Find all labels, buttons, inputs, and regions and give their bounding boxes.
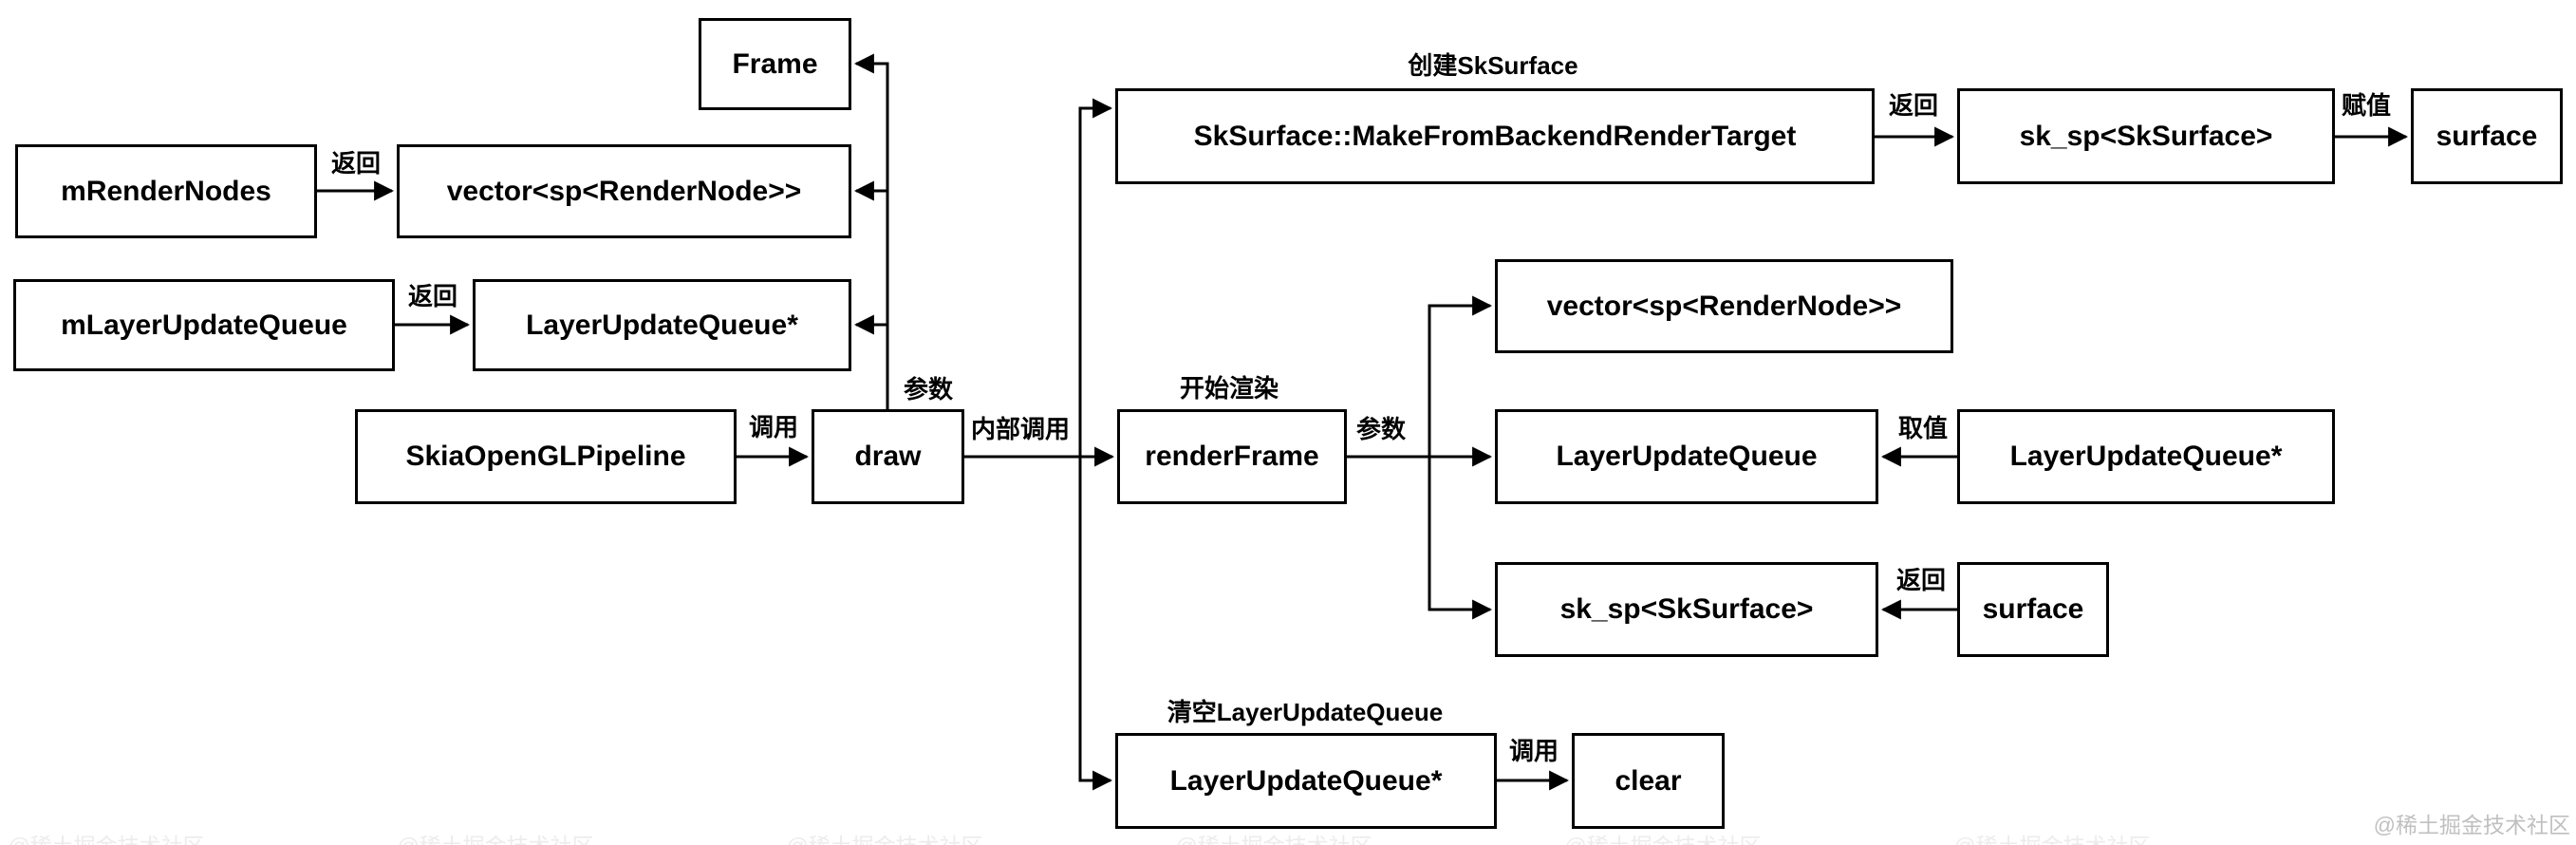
node-layer-update-queue-ptr-right: LayerUpdateQueue* bbox=[1957, 409, 2335, 504]
edge-junction-to-luqptr-bottom bbox=[1078, 457, 1113, 791]
edge-draw-params-to-frame bbox=[853, 53, 889, 409]
node-sksurface-make-from-backend-render-target: SkSurface::MakeFromBackendRenderTarget bbox=[1115, 88, 1875, 184]
node-surface-top: surface bbox=[2411, 88, 2563, 184]
edge-label-renderframe-params: 参数 bbox=[1355, 415, 1407, 443]
node-layer-update-queue-ptr-bottom: LayerUpdateQueue* bbox=[1115, 733, 1497, 829]
edge-label-return-layerqueue: 返回 bbox=[407, 282, 458, 310]
edge-label-call-clear: 调用 bbox=[1508, 737, 1559, 765]
edge-label-return-sksp: 返回 bbox=[1888, 91, 1939, 120]
edge-label-return-surface: 返回 bbox=[1895, 566, 1947, 594]
node-skia-opengl-pipeline: SkiaOpenGLPipeline bbox=[355, 409, 737, 504]
watermark-faint: @稀土掘金技术社区 bbox=[1175, 828, 1372, 845]
watermark-faint: @稀土掘金技术社区 bbox=[1953, 828, 2150, 845]
edge-label-get-value: 取值 bbox=[1897, 414, 1949, 442]
watermark-faint: @稀土掘金技术社区 bbox=[1564, 828, 1761, 845]
edge-label-draw-params: 参数 bbox=[903, 375, 954, 404]
watermark-faint: @稀土掘金技术社区 bbox=[786, 828, 982, 845]
node-render-frame: renderFrame bbox=[1117, 409, 1347, 504]
node-m-layer-update-queue: mLayerUpdateQueue bbox=[13, 279, 395, 371]
node-vector-sp-rendernode-top: vector<sp<RenderNode>> bbox=[397, 144, 851, 238]
node-sk-sp-sksurface-top: sk_sp<SkSurface> bbox=[1957, 88, 2335, 184]
node-clear: clear bbox=[1572, 733, 1725, 829]
node-m-render-nodes: mRenderNodes bbox=[15, 144, 317, 238]
edge-params-to-sksp-bottom bbox=[1428, 457, 1493, 620]
caption-clear-layer-update-queue: 清空LayerUpdateQueue bbox=[1167, 698, 1444, 726]
node-sk-sp-sksurface-bottom: sk_sp<SkSurface> bbox=[1495, 562, 1878, 657]
node-layer-update-queue-ptr-top: LayerUpdateQueue* bbox=[473, 279, 851, 371]
edge-label-call-draw: 调用 bbox=[748, 413, 799, 441]
edge-label-internal-call: 内部调用 bbox=[970, 415, 1071, 443]
caption-start-render: 开始渲染 bbox=[1179, 374, 1279, 403]
node-draw: draw bbox=[812, 409, 964, 504]
watermark-faint: @稀土掘金技术社区 bbox=[397, 828, 593, 845]
node-frame: Frame bbox=[699, 18, 851, 110]
node-vector-sp-rendernode-right: vector<sp<RenderNode>> bbox=[1495, 259, 1953, 353]
caption-create-sksurface: 创建SkSurface bbox=[1408, 51, 1578, 80]
edge-junction-to-makefrombackend bbox=[1078, 98, 1113, 457]
watermark: @稀土掘金技术社区 bbox=[2373, 813, 2570, 837]
watermark-faint: @稀土掘金技术社区 bbox=[8, 828, 204, 845]
edge-label-return-rendernodes: 返回 bbox=[330, 149, 382, 178]
edge-params-to-vector-right bbox=[1428, 295, 1493, 457]
node-layer-update-queue: LayerUpdateQueue bbox=[1495, 409, 1878, 504]
edge-label-assign-surface: 赋值 bbox=[2341, 91, 2392, 120]
node-surface-right: surface bbox=[1957, 562, 2109, 657]
